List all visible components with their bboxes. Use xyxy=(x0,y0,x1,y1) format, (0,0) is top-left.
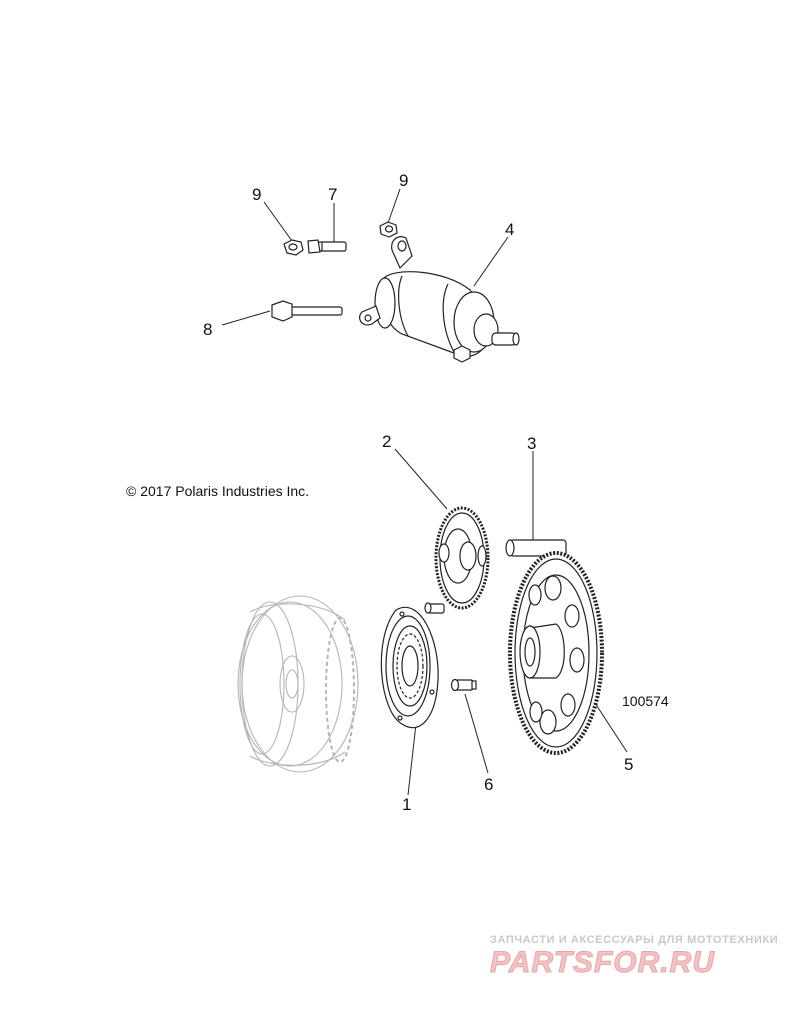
callout-3: 3 xyxy=(527,434,537,453)
callout-2: 2 xyxy=(382,432,392,451)
flywheel-reference-ghost xyxy=(237,595,359,773)
leader-9a xyxy=(263,201,293,242)
callout-1: 1 xyxy=(402,795,412,814)
idler-gear-part-2 xyxy=(434,506,490,610)
callout-9-right: 9 xyxy=(399,171,409,190)
callout-5: 5 xyxy=(624,755,634,774)
callout-4: 4 xyxy=(505,220,515,239)
callout-8: 8 xyxy=(203,320,213,339)
leader-8 xyxy=(221,310,271,326)
one-way-clutch-part-1 xyxy=(380,606,439,729)
leader-lines xyxy=(221,188,628,796)
callout-9-left: 9 xyxy=(252,185,262,204)
bolt-part-8 xyxy=(271,300,343,322)
drawing-number: 100574 xyxy=(622,693,669,709)
leader-6 xyxy=(464,693,489,774)
callout-7: 7 xyxy=(328,185,338,204)
callout-6: 6 xyxy=(484,775,494,794)
driven-gear-part-5 xyxy=(508,551,604,755)
bolt-part-6-upper xyxy=(424,602,445,614)
leader-1 xyxy=(407,723,417,796)
bolt-part-6-lower xyxy=(450,678,477,692)
bolt-part-7 xyxy=(307,239,347,254)
nut-part-9-left xyxy=(283,239,304,256)
shaft-pin-part-3 xyxy=(505,539,567,557)
leader-9b xyxy=(387,188,401,224)
leader-4 xyxy=(473,236,509,287)
nut-part-9-right xyxy=(379,221,398,238)
watermark-logo: PARTSFOR.RU xyxy=(490,946,715,980)
starter-motor-part-4 xyxy=(359,236,520,363)
leader-5 xyxy=(592,699,628,753)
leader-2 xyxy=(394,448,448,510)
copyright-notice: © 2017 Polaris Industries Inc. xyxy=(126,483,310,499)
watermark-tagline: ЗАПЧАСТИ И АКСЕССУАРЫ ДЛЯ МОТОТЕХНИКИ xyxy=(490,934,779,946)
